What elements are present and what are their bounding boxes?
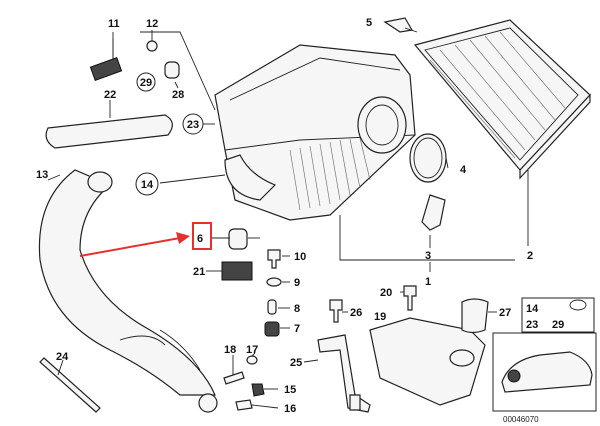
washer-17 [246,355,258,365]
callout-13: 13 [36,169,48,181]
callout-28: 28 [172,89,184,101]
callout-15: 15 [284,384,296,396]
callout-11: 11 [108,18,120,30]
legend-14: 14 [526,303,539,315]
inset-box [492,332,597,412]
legend-box [521,297,595,333]
legend-23: 23 [526,319,538,331]
callout-26: 26 [350,307,362,319]
circle-29 [136,72,156,92]
air-filter-element [413,19,591,180]
washer-12 [146,40,158,52]
circle-14 [135,172,159,196]
circled-29-label: 29 [140,77,152,89]
air-filter-housing [214,44,416,221]
sleeve-27 [461,298,489,334]
clip-5 [383,17,413,33]
grommet-7 [264,321,280,337]
circle-23 [182,113,204,135]
washer-9 [266,277,282,287]
rubber-mount [228,228,248,250]
circled-14-label: 14 [141,179,154,191]
callout-25: 25 [290,357,302,369]
screw-18 [223,371,245,385]
callout-2: 2 [527,250,533,262]
callout-9: 9 [294,277,300,289]
cable-tie [39,357,101,413]
callout-21: 21 [193,266,205,278]
bolt-20 [403,285,417,311]
legend-29: 29 [552,319,564,331]
grommet-28 [164,61,180,79]
callout-27: 27 [499,307,511,319]
intake-hose [38,169,218,413]
callout-6: 6 [197,233,203,245]
bolt-10 [267,249,281,269]
bracket-21 [221,261,253,281]
highlight-arrow [79,232,190,257]
callout-24: 24 [56,351,69,363]
callout-1: 1 [425,276,431,288]
nut-15 [251,383,265,397]
bolt-26 [329,299,343,323]
callout-20: 20 [380,287,392,299]
leader-lines [47,27,529,409]
bolt-lower [349,394,361,411]
callout-16: 16 [284,403,296,415]
pin-8 [267,299,277,315]
callout-4: 4 [460,164,467,176]
callout-12: 12 [146,18,158,30]
sensor [89,38,123,82]
clip-3 [421,194,446,231]
callout-10: 10 [294,251,306,263]
callout-17: 17 [246,344,258,356]
callout-8: 8 [294,303,300,315]
callout-18: 18 [224,344,236,356]
clamp-icon [569,299,587,311]
callout-7: 7 [294,323,300,335]
reference-number: 00046070 [503,415,539,424]
callout-3: 3 [425,250,431,262]
callout-22: 22 [104,89,116,101]
bracket-25 [317,334,371,413]
hose-connector [45,114,173,149]
callout-19: 19 [374,311,386,323]
resonator [369,317,486,406]
highlight-box [192,222,212,250]
gasket-ring [409,133,447,183]
circled-23-label: 23 [187,119,199,131]
screw-16 [235,399,253,411]
callout-5: 5 [366,17,372,29]
